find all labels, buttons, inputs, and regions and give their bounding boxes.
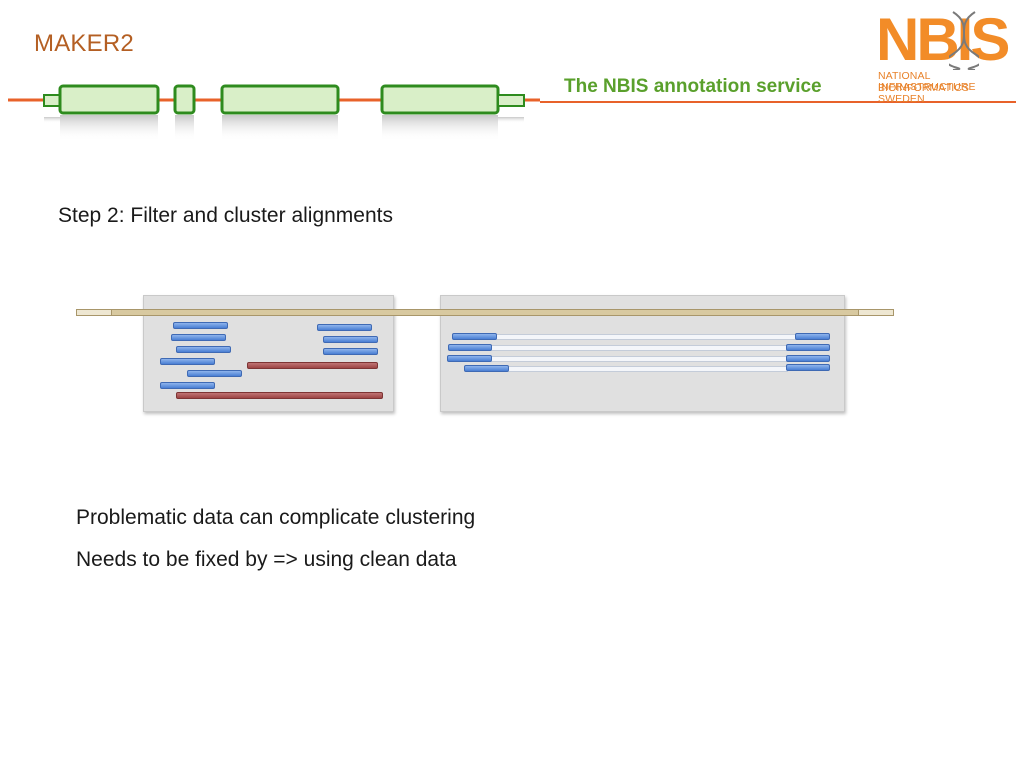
read-alignment <box>187 370 242 377</box>
logo-line-2: INFRASTRUCTURE SWEDEN <box>878 81 976 105</box>
bullet-text: Needs to be fixed by => using clean data <box>76 548 457 571</box>
step-heading: Step 2: Filter and cluster alignments <box>58 204 393 227</box>
cluster-panel-right <box>440 295 845 412</box>
spliced-read-intron <box>490 345 788 351</box>
read-alignment <box>176 346 231 353</box>
spliced-read-exon <box>448 344 492 351</box>
read-alignment <box>323 336 378 343</box>
logo-line-1: NATIONAL BIOINFORMATICS <box>878 70 970 94</box>
spliced-read-exon <box>464 365 509 372</box>
bullet-text: Problematic data can complicate clusteri… <box>76 506 476 529</box>
spliced-read-exon <box>452 333 497 340</box>
logo-letters: NBIS <box>876 6 1010 73</box>
header-rule <box>540 101 1016 103</box>
dna-helix-icon <box>949 11 979 70</box>
read-alignment <box>323 348 378 355</box>
problematic-alignment <box>176 392 383 399</box>
read-alignment <box>160 358 215 365</box>
slide-title: MAKER2 <box>34 30 134 57</box>
spliced-read-intron <box>495 334 797 340</box>
read-alignment <box>173 322 228 329</box>
read-alignment <box>171 334 226 341</box>
spliced-read-exon <box>786 364 830 371</box>
spliced-read-exon <box>795 333 830 340</box>
read-alignment <box>317 324 372 331</box>
spliced-read-exon <box>447 355 492 362</box>
problematic-alignment <box>247 362 378 369</box>
nbis-logo: NBIS NATIONAL BIOINFORMATICS INFRASTRUCT… <box>0 0 1024 105</box>
gene-model-icon <box>8 84 540 141</box>
read-alignment <box>160 382 215 389</box>
slide-subtitle: The NBIS annotation service <box>564 76 822 97</box>
spliced-read-exon <box>786 344 830 351</box>
spliced-read-exon <box>786 355 830 362</box>
genome-bar-left-end <box>76 309 112 316</box>
genome-bar-right-end <box>858 309 894 316</box>
genome-bar <box>76 309 894 316</box>
spliced-read-intron <box>490 356 788 362</box>
cluster-panel-left <box>143 295 394 412</box>
spliced-read-intron <box>507 366 788 372</box>
